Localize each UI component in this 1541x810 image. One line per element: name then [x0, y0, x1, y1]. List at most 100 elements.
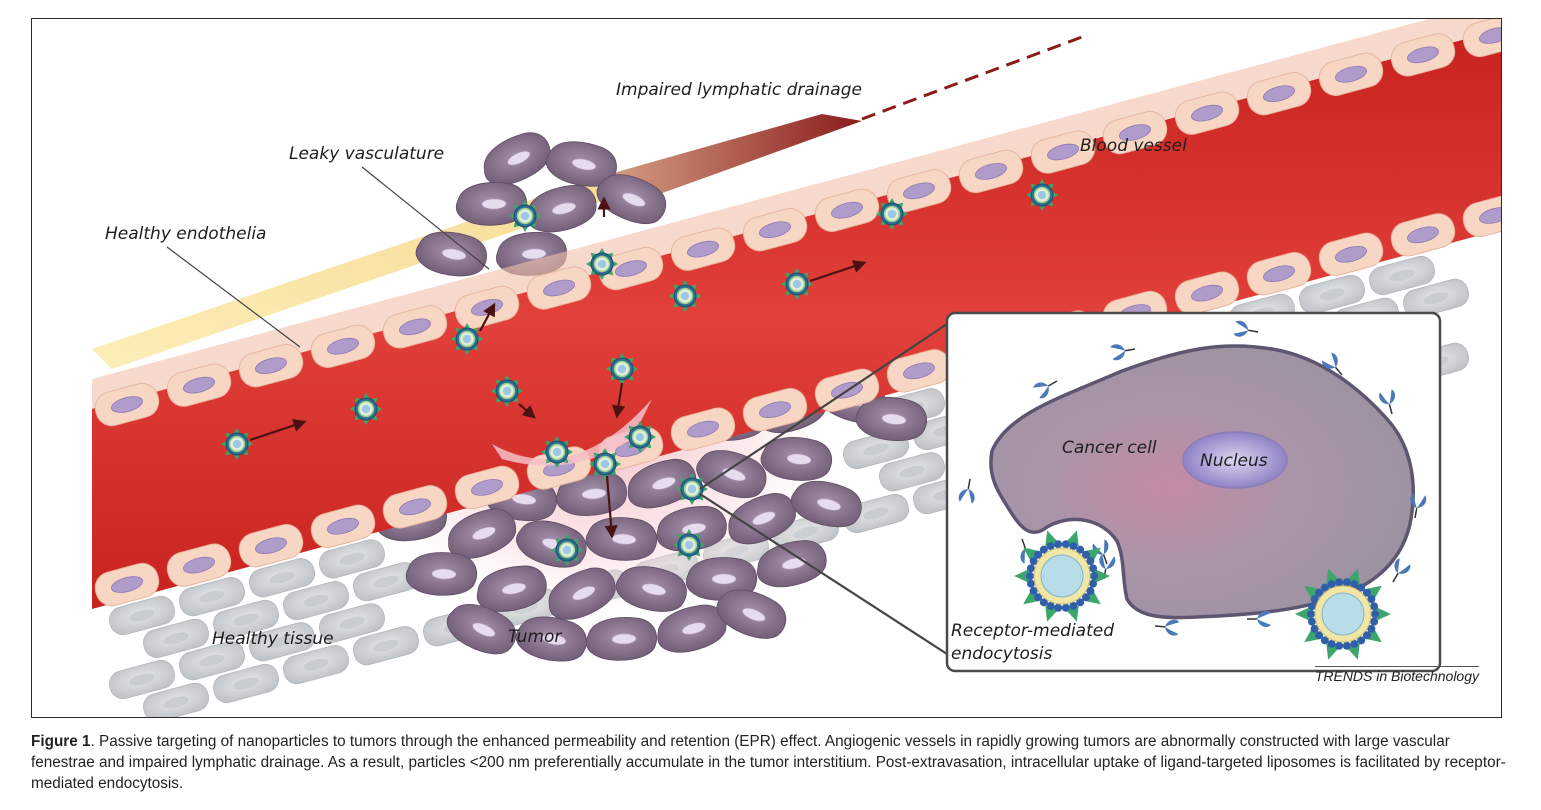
endothelial-nucleus — [1119, 124, 1151, 141]
tumor-cell — [855, 396, 928, 441]
endothelial-cell — [382, 485, 448, 529]
lipid-head — [1335, 578, 1344, 587]
ligand-spike — [1038, 179, 1046, 185]
healthy-cell-nucleus — [129, 609, 155, 622]
tumor-cell-nucleus — [501, 582, 527, 595]
inset-panel — [945, 311, 1442, 673]
ligand-spike — [680, 494, 687, 501]
lipid-head — [1090, 572, 1098, 580]
ligand-spike — [695, 292, 701, 300]
ligand-spike — [545, 440, 552, 447]
lipid-head — [1310, 624, 1319, 633]
nanoparticle — [606, 353, 638, 385]
healthy-cell-nucleus — [1423, 292, 1449, 305]
nanoparticle — [589, 448, 621, 480]
ligand-spike — [697, 477, 704, 484]
movement-arrow — [612, 382, 626, 419]
receptor-arm — [1331, 352, 1338, 368]
tumor-cell-nucleus — [622, 192, 646, 207]
healthy-cell-nucleus — [863, 507, 889, 520]
ligand-spike — [645, 442, 652, 449]
lipid-head — [1367, 624, 1376, 633]
endothelial-cell — [310, 504, 376, 548]
lipid-head — [1357, 583, 1366, 592]
healthy-cell-nucleus — [199, 654, 225, 667]
label-healthy-tissue: Healthy tissue — [212, 629, 334, 649]
ligand-spike — [472, 327, 479, 334]
endothelial-nucleus — [327, 337, 359, 355]
ligand-spike — [221, 440, 227, 448]
receptor — [1392, 558, 1411, 583]
endothelial-cell — [310, 324, 376, 368]
liposome — [1014, 530, 1110, 622]
leaky-gap — [492, 399, 652, 466]
lipid-head — [1320, 636, 1329, 645]
ligand-spike — [610, 469, 617, 476]
endothelial-cell — [1390, 213, 1456, 257]
healthy-cell-nucleus — [1389, 269, 1415, 282]
ligand-spike — [1047, 200, 1054, 207]
lipid-head — [1370, 617, 1379, 626]
tumor-cell — [615, 566, 687, 612]
lipid-head — [1310, 595, 1319, 604]
lipid-head — [1362, 588, 1371, 597]
particle-arrows — [249, 196, 867, 539]
endothelial-nucleus — [1335, 245, 1367, 263]
figure-caption: Figure 1. Passive targeting of nanoparti… — [31, 731, 1511, 794]
ligand-spike — [607, 269, 614, 276]
lipid-head — [1307, 610, 1315, 618]
tumor-cell-nucleus — [742, 607, 766, 622]
ligand-spike — [362, 419, 370, 425]
receptor-arm — [1103, 539, 1109, 555]
endothelial-nucleus — [1191, 284, 1223, 302]
ligand-spike — [628, 442, 635, 449]
endothelial-cell — [742, 388, 808, 432]
ligand-spike — [563, 534, 571, 540]
lipid-head — [1081, 593, 1090, 602]
ligand-spike — [593, 469, 600, 476]
endothelial-nucleus — [111, 576, 143, 593]
ligand-spike — [491, 387, 497, 395]
ligand-spike — [513, 204, 520, 211]
tumor-cell-nucleus — [711, 573, 737, 585]
endothelial-cell — [1174, 271, 1240, 315]
endothelial-cell — [598, 246, 664, 291]
endothelial-nucleus — [831, 201, 863, 219]
ligand-spike — [362, 393, 370, 399]
ligand-spike — [681, 306, 689, 312]
lipid-head — [1029, 557, 1038, 566]
healthy-cell-nucleus — [339, 616, 365, 629]
receptor-arm — [1410, 493, 1417, 509]
tumor-cell-nucleus — [681, 622, 706, 635]
ligand-spike — [690, 284, 697, 291]
ligand-spike — [553, 436, 561, 442]
tumor-cell-nucleus — [441, 248, 467, 260]
receptor — [1233, 320, 1259, 337]
endothelial-cell — [1462, 193, 1501, 238]
receptor-arm — [1257, 611, 1271, 619]
ligand-spike — [1026, 191, 1032, 199]
ligand-spike — [628, 425, 635, 432]
label-cancer-cell: Cancer cell — [1062, 438, 1157, 458]
healthy-tissue-cell — [1299, 274, 1365, 314]
healthy-tissue-cell — [143, 682, 209, 717]
ligand-spike — [572, 538, 579, 545]
tumor-cell-nucleus — [571, 158, 597, 171]
nanoparticle — [586, 248, 618, 280]
ligand-spike — [354, 414, 361, 421]
ligand-spike — [535, 212, 541, 220]
liposome-ligand — [1023, 547, 1040, 562]
lipid-head — [1086, 586, 1095, 595]
label-leaky-vasculature: Leaky vasculature — [289, 144, 444, 164]
lipid-head — [1046, 601, 1055, 610]
endothelial-nucleus — [759, 221, 791, 239]
healthy-tissue-cell — [1369, 255, 1435, 296]
particle-center — [617, 364, 627, 374]
lipid-head — [1362, 631, 1371, 640]
lipid-head — [1039, 545, 1048, 554]
particle-center — [361, 404, 371, 414]
endothelial-nucleus — [1479, 27, 1501, 44]
particle-center — [792, 279, 802, 289]
ligand-spike — [688, 499, 696, 505]
ligand-spike — [601, 474, 609, 480]
